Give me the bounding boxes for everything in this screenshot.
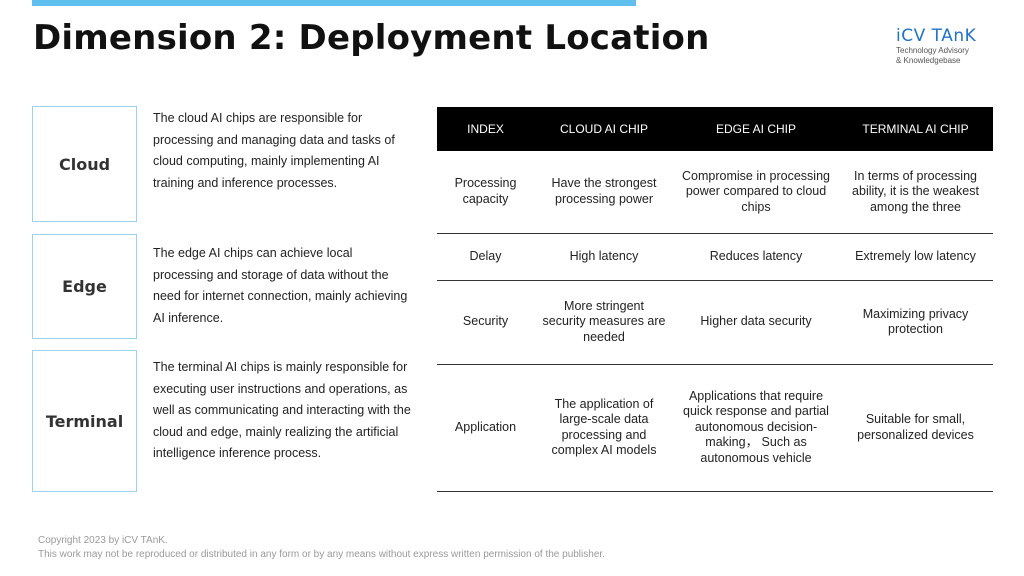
table-cell: Applications that require quick response… [674,364,838,492]
logo-mark: iCV TAnK [896,26,977,46]
table-cell: Reduces latency [674,233,838,281]
table-cell: Suitable for small, personalized devices [838,364,993,492]
brand-logo: iCV TAnK Technology Advisory & Knowledge… [896,26,996,66]
table-cell: Processing capacity [437,151,534,234]
table-row: Security More stringent security measure… [437,280,993,365]
dimension-box-edge: Edge [32,234,137,339]
dimension-description-edge: The edge AI chips can achieve local proc… [153,246,408,325]
copyright-footer: Copyright 2023 by iCV TAnK. This work ma… [38,534,605,561]
table-cell: Higher data security [674,280,838,365]
copyright-line: Copyright 2023 by iCV TAnK. [38,535,168,546]
table-cell: The application of large-scale data proc… [534,364,674,492]
comparison-table: INDEX CLOUD AI CHIP EDGE AI CHIP TERMINA… [437,107,993,492]
table-cell: Have the strongest processing power [534,151,674,234]
dimension-box-terminal: Terminal [32,350,137,492]
page-title: Dimension 2: Deployment Location [33,18,710,58]
table-row: Application The application of large-sca… [437,364,993,492]
table-header-row: INDEX CLOUD AI CHIP EDGE AI CHIP TERMINA… [437,107,993,151]
table-cell: Security [437,280,534,365]
dimension-description-cloud: The cloud AI chips are responsible for p… [153,111,395,190]
table-row: Processing capacity Have the strongest p… [437,151,993,234]
header-edge-ai-chip: EDGE AI CHIP [674,107,838,151]
table-cell: Extremely low latency [838,233,993,281]
table-row: Delay High latency Reduces latency Extre… [437,233,993,281]
table-cell: Delay [437,233,534,281]
dimension-description-terminal: The terminal AI chips is mainly responsi… [153,360,411,460]
header-index: INDEX [437,107,534,151]
table-cell: In terms of processing ability, it is th… [838,151,993,234]
table-cell: Application [437,364,534,492]
table-cell: More stringent security measures are nee… [534,280,674,365]
table-cell: High latency [534,233,674,281]
header-terminal-ai-chip: TERMINAL AI CHIP [838,107,993,151]
rights-notice: This work may not be reproduced or distr… [38,548,605,560]
logo-subtitle-line2: & Knowledgebase [896,56,961,65]
dimension-box-cloud: Cloud [32,106,137,222]
top-accent-bar [32,0,636,6]
table-cell: Compromise in processing power compared … [674,151,838,234]
table-cell: Maximizing privacy protection [838,280,993,365]
logo-subtitle-line1: Technology Advisory [896,46,969,55]
header-cloud-ai-chip: CLOUD AI CHIP [534,107,674,151]
